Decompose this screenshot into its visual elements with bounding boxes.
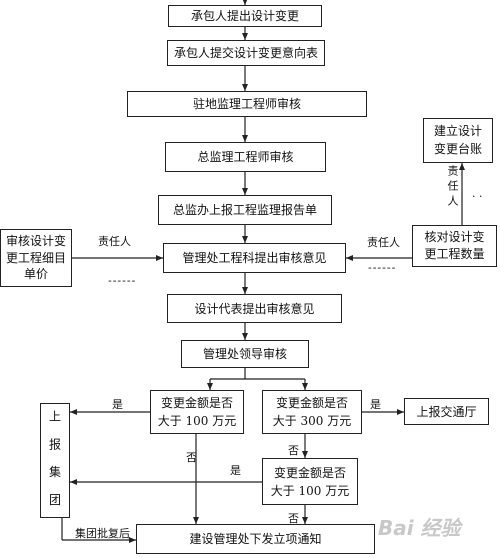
label-dots: . . [472,187,483,200]
label-group-approved: 集团批复后 [75,527,130,540]
node-contractor-submit: 承包人提交设计变更意向表 [167,40,325,66]
label-yes-300: 是 [370,398,381,411]
label-responsible-vertical: 责任人 [446,165,459,210]
node-engineering-dept: 管理处工程科提出审核意见 [163,243,346,273]
node-ledger: 建立设计 变更台账 [423,118,493,163]
node-check-quantity: 核对设计变 更工程数量 [412,225,497,267]
label-yes-100a: 是 [112,398,123,411]
node-chief-engineer: 总监理工程师审核 [165,142,326,172]
label-dashes-right: ------ [368,261,397,274]
label-dashes-left: ------ [108,274,137,287]
node-chief-report: 总监办上报工程监理报告单 [158,195,332,225]
node-design-rep: 设计代表提出审核意见 [167,294,342,323]
node-final-notice: 建设管理处下发立项通知 [136,524,375,554]
decision-amount-100-a: 变更金额是否 大于 100 万元 [150,390,244,434]
watermark: Bai 经验 [378,516,461,540]
label-no-100b: 否 [288,512,299,525]
label-no-100a: 否 [186,451,197,464]
node-report-group: 上 报 集 团 [40,403,70,518]
node-report-transport: 上报交通厅 [404,398,489,425]
decision-amount-100-b: 变更金额是否 大于 100 万元 [262,458,358,505]
label-responsible-right: 责任人 [367,236,400,249]
node-audit-prices: 审核设计变 更工程细目 单价 [0,229,72,287]
label-yes-100b: 是 [230,464,241,477]
node-resident-engineer: 驻地监理工程师审核 [127,91,367,117]
decision-amount-300: 变更金额是否 大于 300 万元 [262,390,362,434]
node-leader-review: 管理处领导审核 [181,340,309,368]
label-no-300: 否 [288,444,299,457]
label-responsible-left: 责任人 [98,235,131,248]
node-contractor-propose: 承包人提出设计变更 [168,5,322,27]
